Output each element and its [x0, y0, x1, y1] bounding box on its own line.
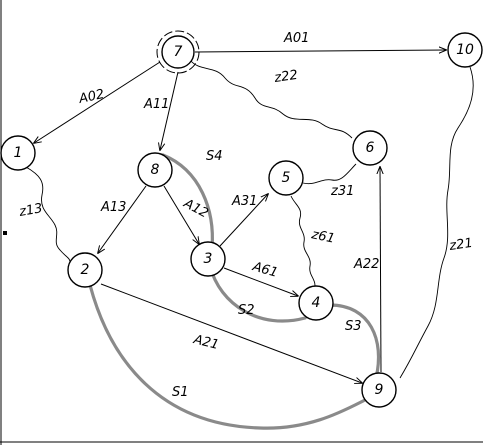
node-6: 6 — [352, 130, 388, 166]
node-1: 1 — [0, 135, 36, 171]
node-5: 5 — [268, 160, 304, 196]
label-z21: z21 — [447, 236, 473, 254]
left-tick-mark — [3, 231, 7, 235]
node-7-outer-ring — [156, 30, 200, 74]
edge-z61 — [290, 195, 316, 291]
node-10-label: 10 — [456, 42, 474, 58]
label-A31: A31 — [231, 194, 257, 209]
edge-S3 — [328, 303, 381, 380]
label-S3: S3 — [345, 319, 362, 334]
label-A21: A21 — [191, 332, 220, 353]
node-4-circle — [298, 285, 334, 321]
node-5-label: 5 — [282, 170, 291, 186]
edge-A61 — [223, 267, 298, 296]
node-2-circle — [67, 252, 103, 288]
edge-A13 — [98, 185, 147, 253]
edge-A21 — [100, 283, 362, 383]
label-A13: A13 — [100, 200, 126, 215]
label-z31: z31 — [330, 184, 354, 199]
label-A11: A11 — [143, 97, 169, 112]
node-8-label: 8 — [151, 162, 160, 178]
edge-A31 — [219, 194, 268, 247]
edge-S1 — [88, 283, 367, 430]
label-z13: z13 — [17, 201, 44, 220]
node-5-circle — [268, 160, 304, 196]
label-A01: A01 — [283, 31, 309, 46]
edge-z21 — [399, 66, 474, 379]
label-z61: z61 — [309, 227, 336, 247]
label-A61: A61 — [250, 259, 280, 281]
label-A22: A22 — [353, 257, 379, 272]
node-7-circle — [161, 35, 195, 69]
edge-A12 — [163, 185, 199, 244]
node-9-circle — [361, 372, 397, 408]
node-2-label: 2 — [81, 262, 90, 278]
node-6-circle — [352, 130, 388, 166]
edge-A22 — [380, 167, 381, 373]
node-1-label: 1 — [14, 145, 23, 161]
node-6-label: 6 — [366, 140, 375, 156]
label-S4: S4 — [206, 149, 223, 164]
edge-z22 — [189, 59, 353, 139]
node-10: 10 — [447, 32, 483, 68]
edge-A02 — [34, 61, 161, 143]
edge-A01 — [194, 50, 446, 52]
node-9-label: 9 — [375, 382, 384, 398]
node-7-label: 7 — [174, 44, 183, 60]
node-4: 4 — [298, 285, 334, 321]
label-z22: z22 — [272, 68, 298, 86]
label-S2: S2 — [238, 303, 255, 318]
edge-S2 — [208, 264, 307, 323]
node-2: 2 — [67, 252, 103, 288]
node-3-label: 3 — [204, 251, 213, 267]
node-1-circle — [0, 135, 36, 171]
node-10-circle — [447, 32, 483, 68]
node-9: 9 — [361, 372, 397, 408]
label-A02: A02 — [77, 87, 106, 107]
label-S1: S1 — [172, 385, 189, 400]
edge-S4 — [161, 153, 214, 250]
node-3: 3 — [190, 241, 226, 277]
node-3-circle — [190, 241, 226, 277]
node-8: 8 — [137, 152, 173, 188]
node-7: 7 — [156, 30, 200, 74]
node-4-label: 4 — [312, 295, 321, 311]
edge-z31 — [302, 163, 357, 185]
node-8-circle — [137, 152, 173, 188]
edge-A11 — [160, 71, 179, 150]
edge-z13 — [25, 166, 71, 263]
